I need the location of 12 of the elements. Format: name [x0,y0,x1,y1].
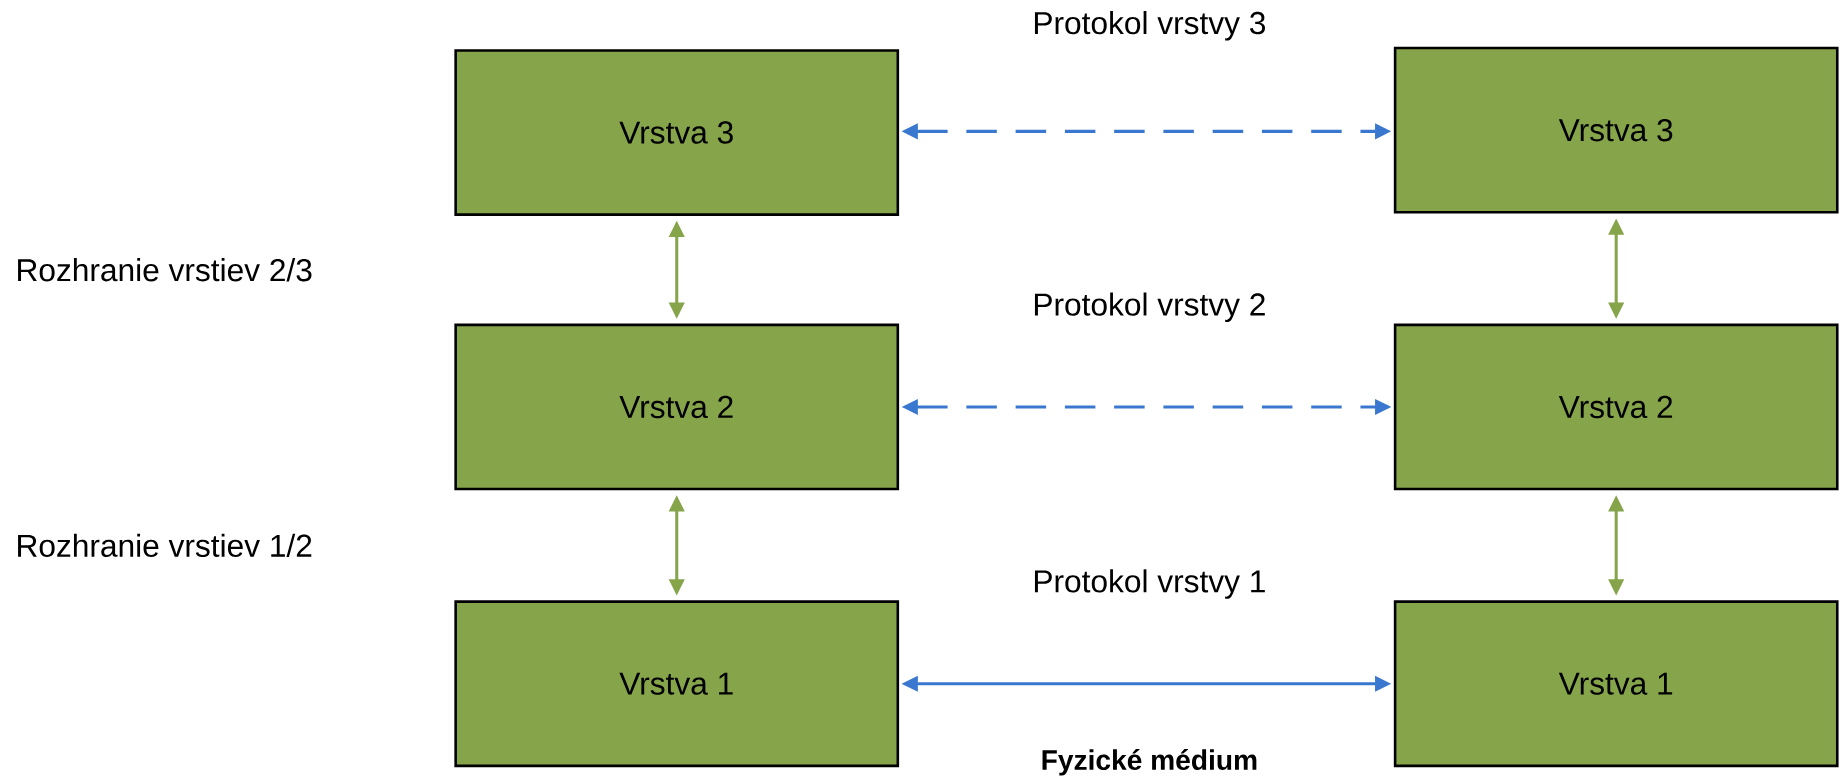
layer-box: Vrstva 2 [454,323,900,491]
layer-box: Vrstva 3 [1393,46,1839,214]
edge-label: Protokol vrstvy 2 [1034,292,1265,322]
text-label: Rozhranie vrstiev 1/2 [18,533,312,557]
text-label: Fyzické médium [1042,748,1257,776]
layer-box: Vrstva 3 [454,49,900,216]
layer-box: Vrstva 1 [454,600,900,767]
layer-box: Vrstva 1 [1393,600,1839,767]
text-label: Rozhranie vrstiev 2/3 [18,257,312,282]
layer-box: Vrstva 2 [1393,323,1839,491]
edge-label: Protokol vrstvy 1 [1034,569,1265,599]
edge-label: Protokol vrstvy 3 [1034,10,1265,41]
